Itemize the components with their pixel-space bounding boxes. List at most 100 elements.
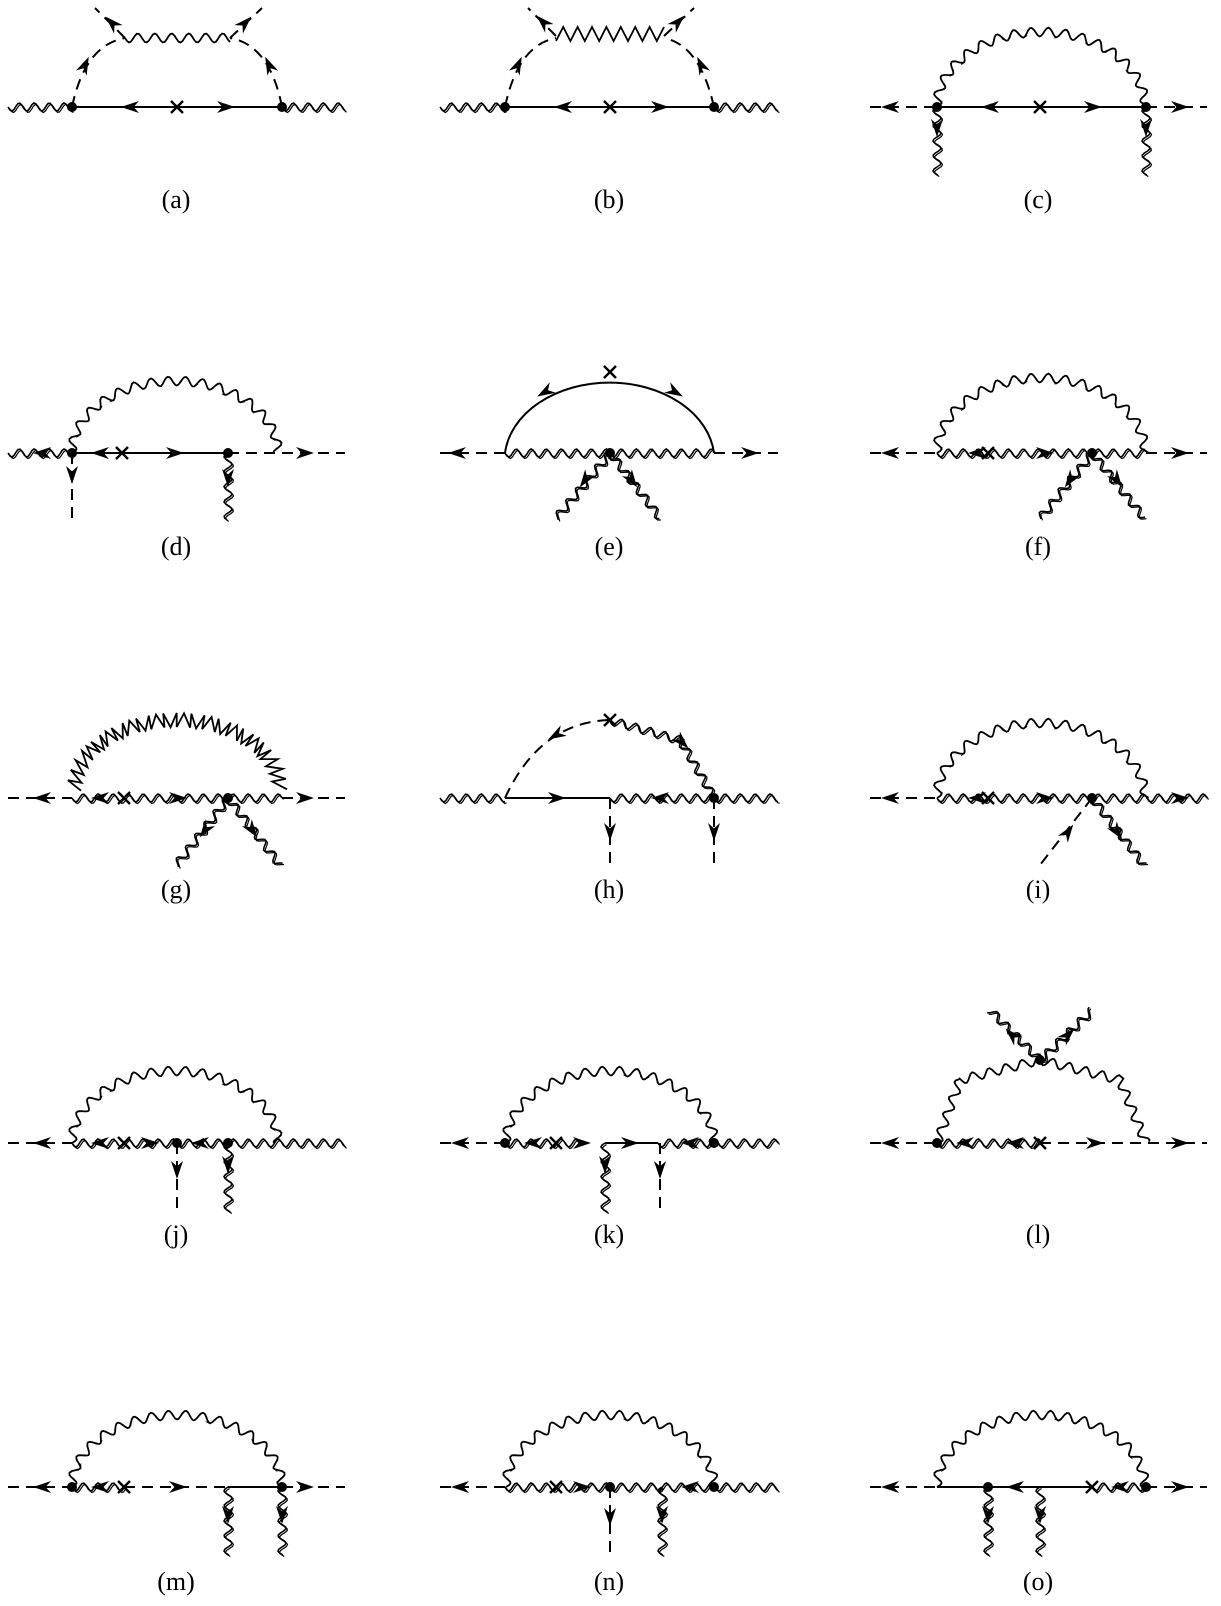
diagram-b: (b) <box>439 7 780 214</box>
wavy-propagator <box>933 372 1150 454</box>
double-wavy-propagator-inner <box>278 1488 289 1558</box>
double-wavy-propagator <box>609 718 715 801</box>
mass-insertion-cross <box>115 446 129 460</box>
arrow-head <box>217 101 235 113</box>
arrow-head <box>1106 469 1123 488</box>
dashed-propagator <box>663 37 715 108</box>
zigzag-propagator <box>67 711 288 792</box>
arrow-head <box>981 101 999 113</box>
arrow-head <box>169 1481 187 1493</box>
mass-insertion-cross <box>549 1136 563 1150</box>
diagram-caption: (e) <box>595 532 624 561</box>
double-wavy-propagator-inner <box>1091 799 1149 866</box>
arrow-head <box>1034 1506 1046 1524</box>
vertex-dot <box>709 1138 719 1148</box>
diagram-j: (j) <box>8 1065 347 1249</box>
double-wavy-propagator-inner <box>1040 453 1094 521</box>
arrow-head <box>536 15 554 33</box>
diagram-caption: (b) <box>594 185 624 214</box>
diagram-o: (o) <box>870 1409 1207 1596</box>
wavy-propagator <box>933 717 1150 799</box>
diagram-d: (d) <box>7 375 345 561</box>
double-wavy-propagator <box>983 1486 993 1556</box>
vertex-dot <box>605 448 615 458</box>
double-wavy-propagator <box>1090 452 1146 519</box>
diagram-caption: (j) <box>164 1220 189 1249</box>
double-wavy-propagator-inner <box>283 103 347 114</box>
wavy-propagator <box>502 1065 719 1144</box>
arrow-head <box>654 1161 666 1179</box>
arrow-head <box>91 1481 109 1493</box>
double-wavy-propagator-inner <box>9 449 74 460</box>
vertex-dot <box>67 102 77 112</box>
vertex-dot <box>932 1138 942 1148</box>
arrow-head <box>548 725 567 740</box>
double-wavy-propagator-inner <box>441 794 507 805</box>
double-wavy-propagator <box>987 1010 1042 1061</box>
diagram-caption: (h) <box>594 875 624 904</box>
arrow-head <box>741 447 759 459</box>
double-wavy-propagator-inner <box>506 1139 582 1150</box>
double-wavy-propagator-inner <box>988 1012 1043 1062</box>
arrow-head <box>451 1481 469 1493</box>
double-wavy-propagator-inner <box>658 1488 669 1558</box>
zigzag-propagator <box>555 25 665 43</box>
diagram-a: (a) <box>7 7 347 214</box>
arrow-head <box>191 1137 209 1149</box>
diagram-g: (g) <box>8 711 345 904</box>
wavy-propagator <box>68 1409 286 1488</box>
arrow-head <box>66 466 78 484</box>
vertex-dot <box>500 102 510 112</box>
arrow-head <box>91 1137 109 1149</box>
arrow-head <box>1106 821 1123 840</box>
arrow-head <box>671 731 689 749</box>
diagram-caption: (a) <box>162 185 191 214</box>
diagram-m: (m) <box>8 1409 345 1596</box>
arrow-head <box>573 1481 591 1493</box>
double-wavy-propagator-inner <box>938 1139 1042 1150</box>
arrow-head <box>75 56 89 76</box>
diagram-k: (k) <box>440 1065 780 1249</box>
vertex-dot <box>709 102 719 112</box>
diagram-caption: (l) <box>1026 1220 1051 1249</box>
double-wavy-propagator <box>223 1486 233 1556</box>
arrow-head <box>1171 101 1189 113</box>
arrow-head <box>1171 447 1189 459</box>
double-wavy-propagator <box>1035 1486 1045 1556</box>
arrow-head <box>524 1137 542 1149</box>
arrow-head <box>91 792 109 804</box>
diagram-f: (f) <box>870 372 1207 561</box>
double-wavy-propagator-inner <box>224 1488 235 1558</box>
arrow-head <box>33 792 51 804</box>
arrow-head <box>33 1481 51 1493</box>
double-wavy-propagator <box>223 1142 233 1213</box>
wavy-propagator <box>933 1409 1150 1488</box>
mass-insertion-cross <box>117 791 131 805</box>
mass-insertion-cross <box>549 1480 563 1494</box>
diagram-caption: (o) <box>1023 1567 1053 1596</box>
arrow-head <box>548 792 566 804</box>
arrow-head <box>1006 1481 1024 1493</box>
double-wavy-propagator <box>277 1486 287 1556</box>
wavy-propagator <box>1039 1057 1151 1142</box>
double-wavy-propagator-inner <box>715 794 780 805</box>
diagram-i: (i) <box>870 717 1209 904</box>
mass-insertion-cross <box>117 1136 131 1150</box>
arrow-head <box>1171 1481 1189 1493</box>
diagram-caption: (m) <box>157 1567 195 1596</box>
diagram-caption: (c) <box>1024 185 1053 214</box>
diagram-caption: (i) <box>1026 875 1051 904</box>
arrow-head <box>508 56 522 76</box>
arrow-head <box>667 15 685 33</box>
arrow-head <box>1057 824 1074 843</box>
arrow-head <box>621 469 638 488</box>
arrow-head <box>599 1156 611 1174</box>
arrow-head <box>931 119 943 137</box>
wavy-propagator <box>124 32 231 44</box>
wavy-propagator <box>936 1054 1040 1144</box>
dashed-propagator <box>71 37 126 108</box>
double-wavy-propagator-inner <box>715 103 780 114</box>
arrow-head <box>1171 1137 1189 1149</box>
arrow-head <box>681 1481 699 1493</box>
dashed-propagator <box>504 37 557 108</box>
